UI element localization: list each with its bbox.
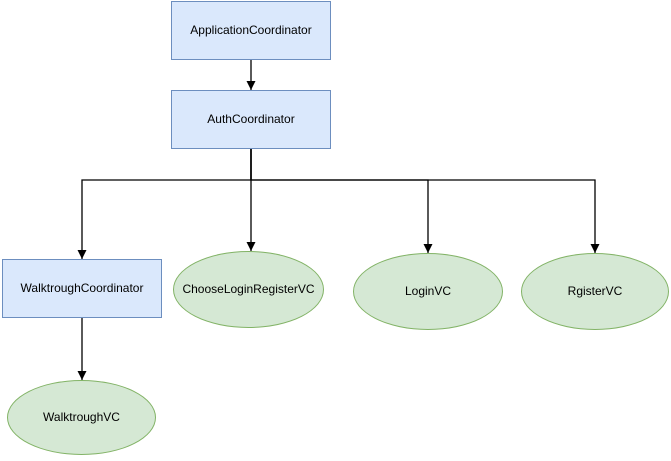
node-auth-coordinator: AuthCoordinator <box>171 90 331 149</box>
node-label-choose-login-register-vc: ChooseLoginRegisterVC <box>182 282 315 297</box>
node-login-vc: LoginVC <box>353 253 503 330</box>
node-label-auth-coordinator: AuthCoordinator <box>207 112 295 127</box>
node-label-login-vc: LoginVC <box>404 284 452 299</box>
node-walktrough-coordinator: WalktroughCoordinator <box>2 259 162 318</box>
node-label-rgister-vc: RgisterVC <box>567 284 623 299</box>
node-walktrough-vc: WalktroughVC <box>7 380 156 455</box>
edges-group <box>77 60 600 380</box>
node-label-walktrough-coordinator: WalktroughCoordinator <box>20 281 144 296</box>
node-label-application-coordinator: ApplicationCoordinator <box>190 23 312 38</box>
node-rgister-vc: RgisterVC <box>521 253 669 330</box>
node-label-walktrough-vc: WalktroughVC <box>43 410 120 425</box>
edge-auth-coordinator-to-rgister-vc <box>250 149 600 253</box>
node-choose-login-register-vc: ChooseLoginRegisterVC <box>173 251 324 328</box>
node-application-coordinator: ApplicationCoordinator <box>171 1 331 60</box>
